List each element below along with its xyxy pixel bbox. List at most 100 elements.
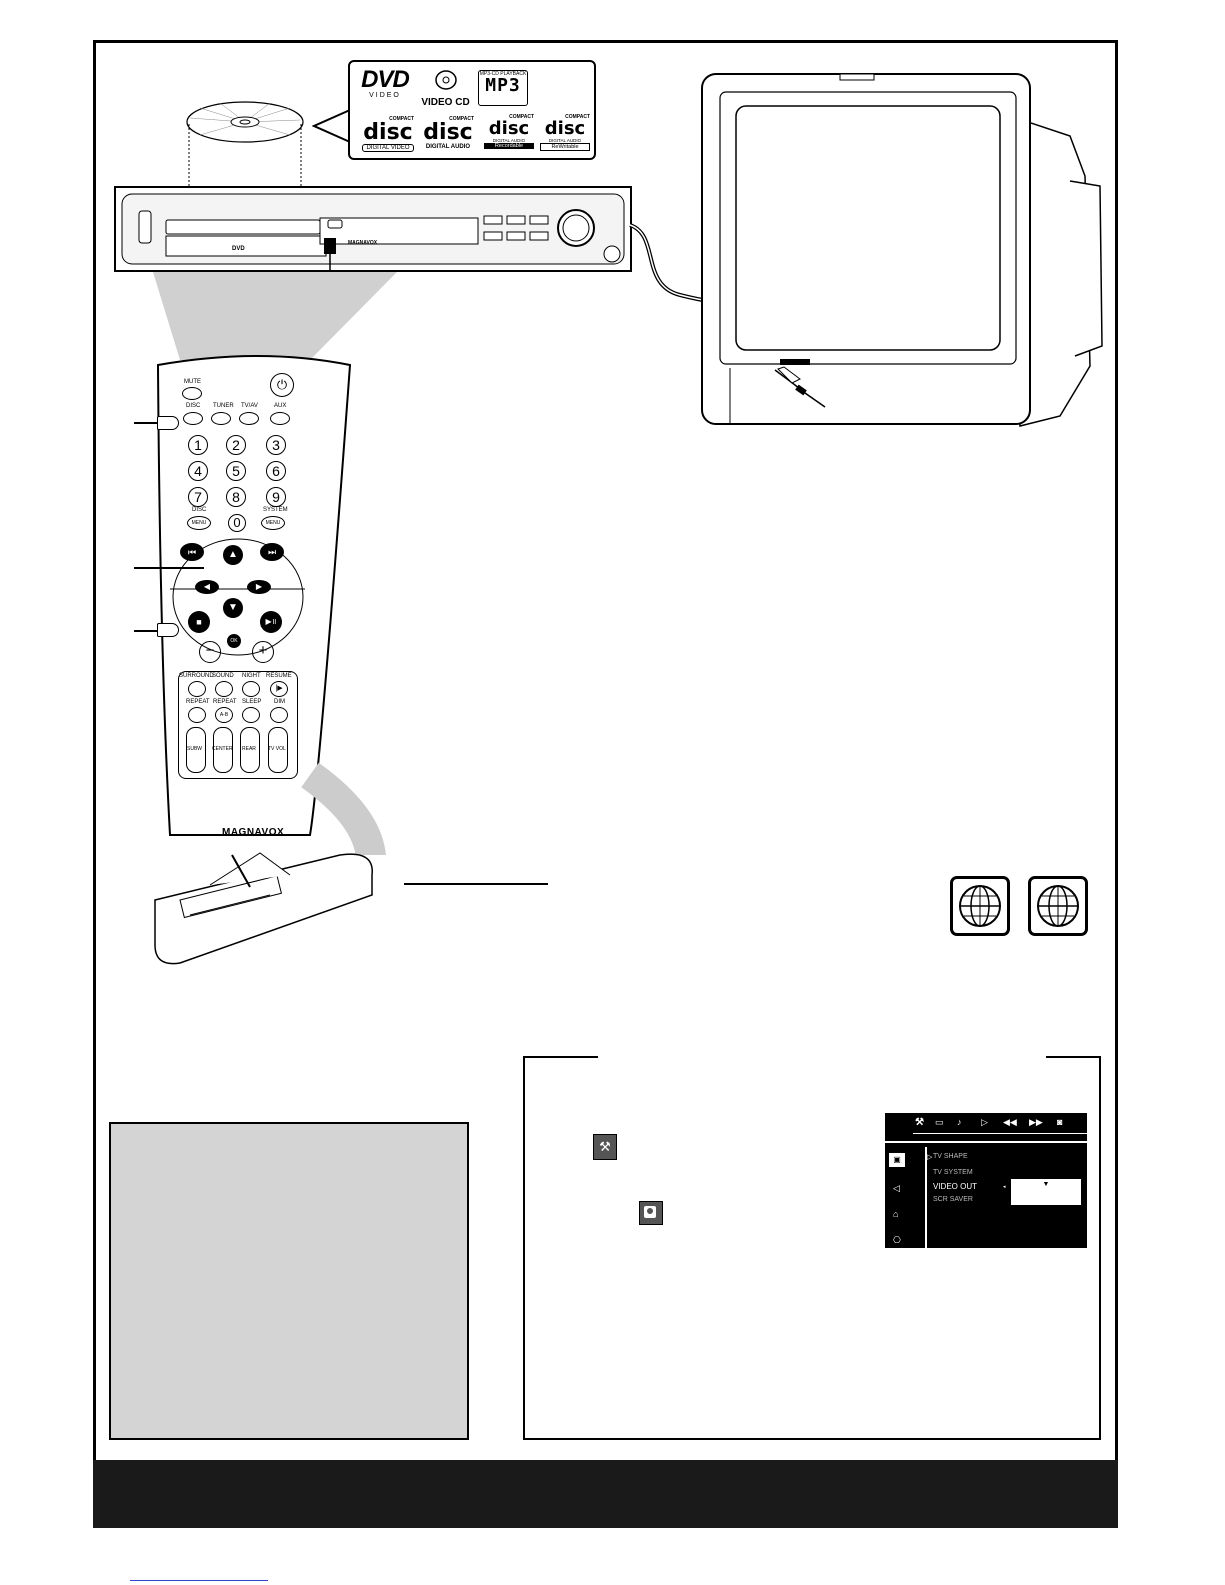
right-arrow-button[interactable]: ▶	[247, 580, 271, 594]
digit-8-button[interactable]: 8	[226, 487, 246, 507]
display-tab-icon[interactable]: ▭	[935, 1117, 944, 1127]
tvav-source-button[interactable]	[239, 412, 259, 425]
night-button[interactable]	[242, 681, 260, 697]
repeat-ab-button[interactable]: A-B	[215, 707, 233, 723]
digit-2-button[interactable]: 2	[226, 435, 246, 455]
osd-setup-menu: ⚒ ▭ ♪ ▷ ◀◀ ▶▶ ◙ ▣ ◁ ⌂ ⎔ ▷ TV SHAPE TV SY…	[885, 1113, 1087, 1248]
digit-4-button[interactable]: 4	[188, 461, 208, 481]
tuner-source-label: TUNER	[213, 403, 234, 409]
language-setup-icon[interactable]: ⌂	[893, 1209, 899, 1219]
left-arrow-button[interactable]: ◀	[195, 580, 219, 594]
logo-callout-pointer	[312, 109, 351, 143]
subw-rocker[interactable]	[186, 727, 206, 773]
picture-setup-icon[interactable]: ▣	[889, 1153, 905, 1167]
camera-tab-icon[interactable]: ◙	[1057, 1117, 1063, 1127]
tv-system-item[interactable]: TV SYSTEM	[933, 1169, 973, 1176]
rear-rocker[interactable]	[240, 727, 260, 773]
globe-icon	[959, 885, 1001, 927]
forward-tab-icon[interactable]: ▶▶	[1029, 1117, 1043, 1127]
play-tab-icon[interactable]: ▷	[981, 1117, 988, 1127]
digit-7-button[interactable]: 7	[188, 487, 208, 507]
tv-illustration	[701, 73, 1103, 427]
region-code-icon	[950, 876, 1010, 936]
disc-menu-button[interactable]: MENU	[187, 516, 211, 530]
sleep-button[interactable]	[242, 707, 260, 723]
speaker-setup-icon[interactable]: ◁	[893, 1183, 900, 1193]
footer-link-underline	[130, 1580, 268, 1581]
dim-button[interactable]	[270, 707, 288, 723]
system-menu-button[interactable]: MENU	[261, 516, 285, 530]
next-button[interactable]: ⏭	[260, 543, 284, 561]
disc-menu-label: DISC	[192, 507, 207, 513]
repeat-button[interactable]	[188, 707, 206, 723]
compact-disc-video-logo: COMPACT disc DIGITAL VIDEO	[362, 116, 414, 156]
cd1-compact: COMPACT	[389, 116, 414, 122]
cd3-sub: Recordable	[484, 143, 534, 149]
rear-label: REAR	[242, 746, 256, 752]
system-setup-icon: ⚒	[593, 1134, 617, 1160]
mp3-text: MP3	[485, 75, 521, 96]
tv-power-hand-icon	[774, 366, 826, 408]
digit-5-button[interactable]: 5	[226, 461, 246, 481]
dvd-logo-sub: VIDEO	[369, 92, 401, 99]
play-pause-button[interactable]: ▶॥	[260, 611, 282, 633]
surround-button[interactable]	[188, 681, 206, 697]
surround-label: SURROUND	[179, 673, 214, 679]
up-arrow-button[interactable]: ▲	[223, 545, 243, 565]
sound-label: SOUND	[212, 673, 234, 679]
sleep-label: SLEEP	[242, 699, 262, 705]
video-cd-logo: VIDEO CD	[418, 68, 473, 108]
left-arrow-icon: ◂	[1003, 1184, 1006, 1190]
resume-button[interactable]: |▶	[270, 681, 288, 697]
video-out-option-box[interactable]: ▼	[1011, 1179, 1081, 1205]
player-tray-logo: DVD	[232, 246, 245, 252]
digit-1-button[interactable]: 1	[188, 435, 208, 455]
remote-brand: MAGNAVOX	[222, 827, 285, 838]
scr-saver-item[interactable]: SCR SAVER	[933, 1196, 973, 1203]
sound-button[interactable]	[215, 681, 233, 697]
center-rocker[interactable]	[213, 727, 233, 773]
disc-source-button[interactable]	[183, 412, 203, 425]
feature-setup-icon[interactable]: ⎔	[893, 1235, 901, 1245]
setup-box-top-left-rule	[523, 1056, 598, 1058]
hand-pointer-icon	[157, 623, 179, 637]
down-arrow-button[interactable]: ▼	[223, 598, 243, 618]
subw-label: SUBW	[187, 746, 202, 752]
stop-button[interactable]: ■	[188, 611, 210, 633]
video-out-item[interactable]: VIDEO OUT	[933, 1182, 978, 1191]
tv-vol-rocker[interactable]	[268, 727, 288, 773]
aux-source-button[interactable]	[270, 412, 290, 425]
mute-button[interactable]	[182, 387, 202, 400]
ok-button[interactable]: OK	[227, 634, 241, 648]
night-label: NIGHT	[242, 673, 261, 679]
system-menu-label: SYSTEM	[263, 507, 288, 513]
video-cd-text: VIDEO CD	[421, 97, 470, 108]
osd-top-bar: ⚒ ▭ ♪ ▷ ◀◀ ▶▶ ◙	[885, 1113, 1087, 1143]
dim-label: DIM	[274, 699, 285, 705]
compact-disc-recordable-logo: COMPACT disc DIGITAL AUDIO Recordable	[484, 114, 534, 156]
setup-box-top-right-rule	[1046, 1056, 1101, 1058]
digit-9-button[interactable]: 9	[266, 487, 286, 507]
tuner-source-button[interactable]	[211, 412, 231, 425]
digit-6-button[interactable]: 6	[266, 461, 286, 481]
section-heading-rule	[404, 883, 548, 885]
tv-vol-label: TV VOL	[268, 746, 286, 752]
tv-shape-item[interactable]: TV SHAPE	[933, 1153, 968, 1160]
cd3-top: DIGITAL AUDIO	[492, 138, 526, 143]
setup-tab-icon[interactable]: ⚒	[915, 1117, 924, 1128]
cd2-compact: COMPACT	[449, 116, 474, 122]
cd3-disc: disc	[488, 118, 530, 139]
power-button[interactable]: ⏻	[270, 373, 294, 397]
plus-button[interactable]: +	[252, 641, 274, 663]
digit-3-button[interactable]: 3	[266, 435, 286, 455]
digit-0-button[interactable]: 0	[228, 514, 246, 532]
supported-formats-panel: DVD VIDEO VIDEO CD MP3-CD PLAYBACK MP3 C…	[348, 60, 596, 160]
dvd-logo-text: DVD	[361, 66, 410, 93]
note-box	[109, 1122, 469, 1440]
dvd-player-illustration	[114, 186, 632, 276]
remote-control: ⏻ MUTE DISC TUNER TV/AV AUX 1 2 3 4 5 6 …	[150, 355, 360, 855]
minus-button[interactable]: −	[199, 641, 221, 663]
audio-tab-icon[interactable]: ♪	[957, 1117, 962, 1127]
previous-button[interactable]: ⏮	[180, 543, 204, 561]
rewind-tab-icon[interactable]: ◀◀	[1003, 1117, 1017, 1127]
